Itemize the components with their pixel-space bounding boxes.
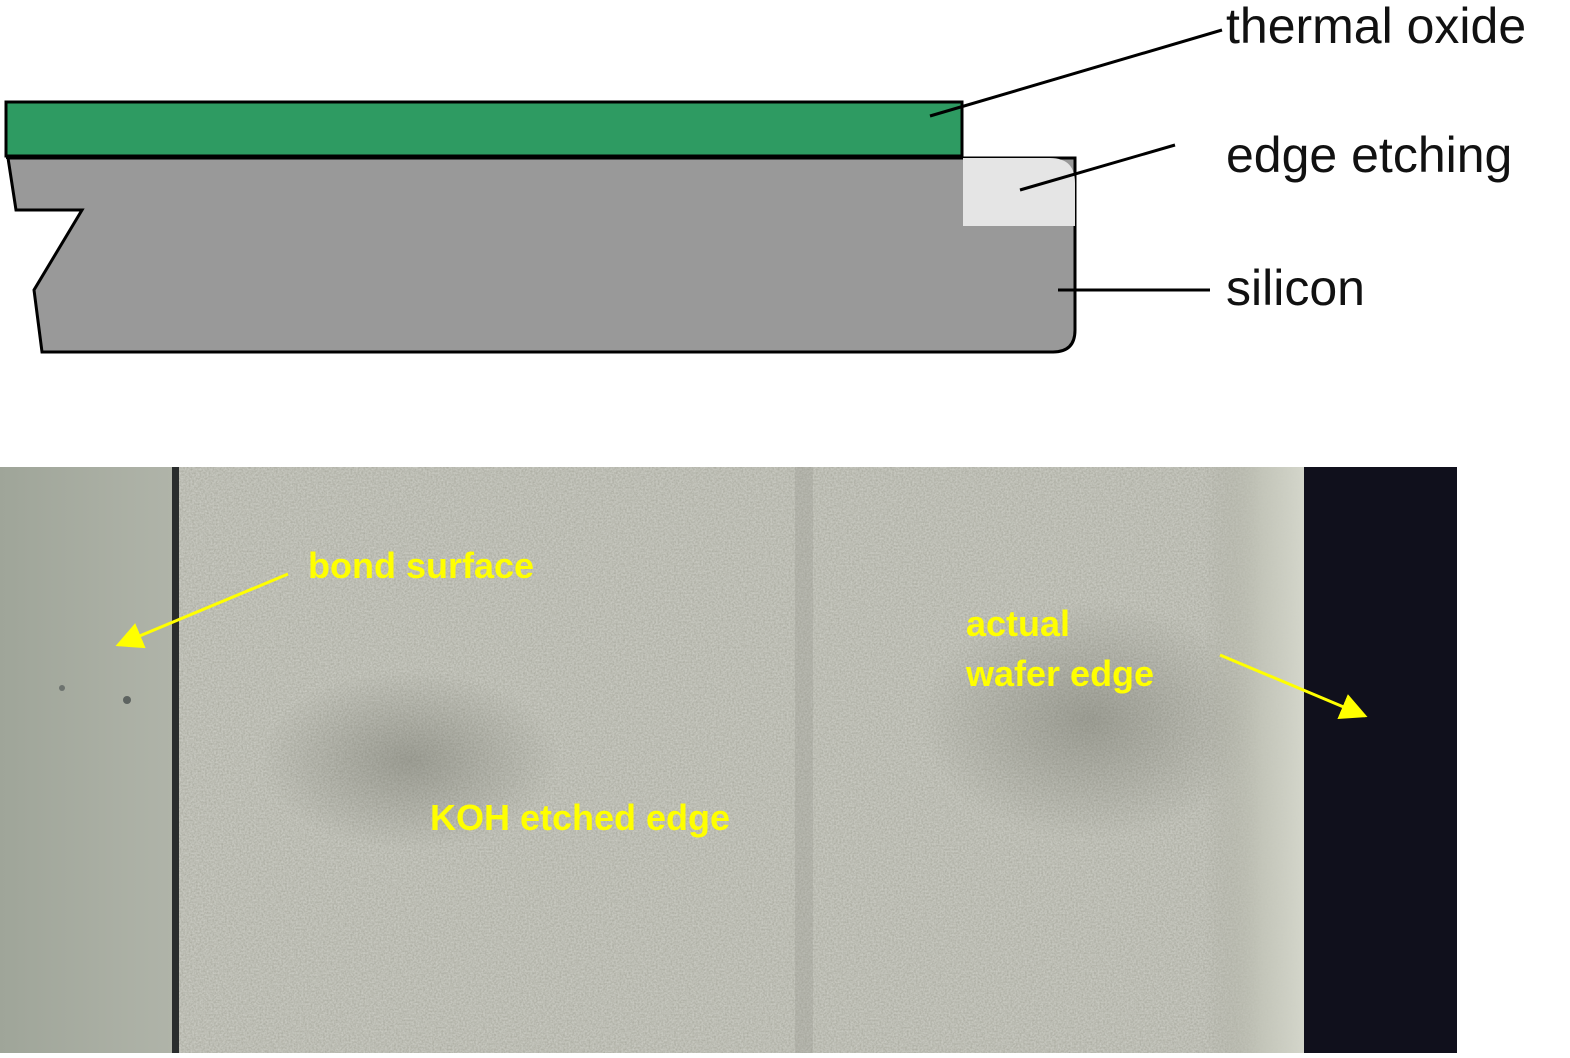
actual-wafer-edge-label-line2: wafer edge — [965, 653, 1154, 694]
silicon-label: silicon — [1226, 260, 1365, 316]
bond-surface-region — [0, 467, 175, 1053]
shadow-spot — [920, 600, 1260, 840]
silicon-layer — [6, 156, 1077, 354]
bond-boundary-line — [172, 467, 179, 1053]
dark-edge-region — [1304, 467, 1457, 1053]
bond-surface-label: bond surface — [308, 545, 534, 586]
edge-etching-region — [963, 158, 1075, 226]
wafer-schematic: thermal oxide edge etching silicon — [4, 0, 1526, 354]
wafer-edge-arrow — [1219, 653, 1368, 720]
particle-dot — [123, 696, 131, 704]
particle-dot — [59, 685, 65, 691]
koh-etched-edge-label: KOH etched edge — [430, 797, 730, 838]
thermal-oxide-layer — [4, 100, 964, 158]
shadow-spot — [260, 670, 560, 850]
micrograph: bond surface actual wafer edge KOH etche… — [0, 467, 1457, 1053]
thermal-oxide-leader — [929, 28, 1223, 118]
bright-edge-transition — [1205, 467, 1309, 1053]
bond-surface-arrow — [115, 572, 289, 649]
faint-vertical-band — [795, 467, 813, 1053]
edge-etching-label: edge etching — [1226, 127, 1512, 183]
actual-wafer-edge-label-line1: actual — [966, 603, 1070, 644]
edge-etching-leader — [1019, 143, 1176, 192]
thermal-oxide-label: thermal oxide — [1226, 0, 1526, 54]
